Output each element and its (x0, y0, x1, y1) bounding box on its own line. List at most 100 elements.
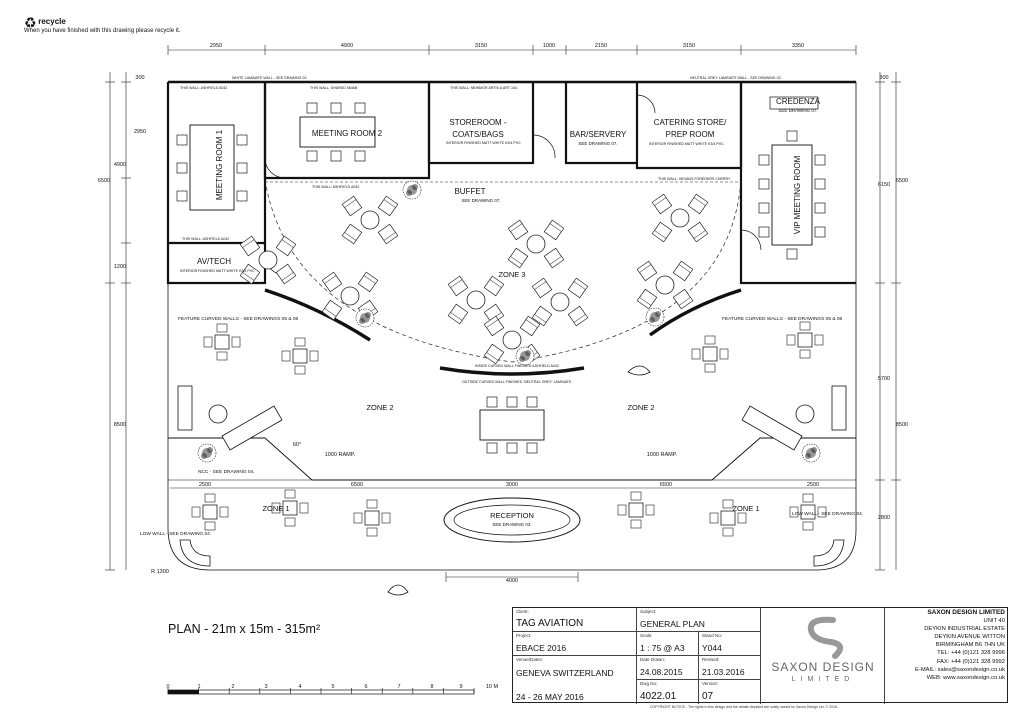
version-cell: Version: 07 (699, 680, 761, 704)
scale-label: 9 (459, 684, 462, 690)
recycle-text: When you have finished with this drawing… (24, 28, 181, 34)
version-value: 07 (702, 691, 714, 702)
fax-line: FAX: +44 (0)121 328 9992 (936, 658, 1005, 665)
dim-right-3: 6500 (896, 178, 908, 184)
note-outside-curve: OUTSIDE CURVED WALL FINISHED 'NEUTRAL GR… (462, 380, 572, 384)
chair (306, 150, 318, 162)
dates-value: 24 - 26 MAY 2016 (516, 692, 584, 702)
ramp-left-label: 1000 RAMP. (325, 452, 356, 458)
chair (486, 442, 498, 454)
dim-inner-1: 2500 (199, 482, 211, 488)
revised-cell: Revised: 21.03.2016 (699, 656, 761, 680)
bar-sub-label: SEE DRAWING 07. (578, 141, 617, 146)
dim-left-4: 6500 (98, 178, 110, 184)
buffet-sub-label: SEE DRAWING 07. (461, 198, 500, 203)
chair (176, 162, 188, 174)
zone-1-left-label: ZONE 1 (262, 504, 289, 513)
ramp-edges (168, 437, 856, 481)
chair (758, 226, 770, 238)
catering-label-a: CATERING STORE/ (654, 118, 727, 127)
recycle-icon: ♻ (24, 14, 37, 31)
note-low-wall-left: LOW WALL - SEE DRAWING 04. (140, 531, 211, 537)
address-line: DEYKIN AVENUE WITTON (934, 634, 1005, 641)
zone-1-right-label: ZONE 1 (732, 504, 759, 513)
dim-top-6: 3150 (683, 43, 695, 49)
chair (758, 154, 770, 166)
dim-top-1: 2950 (210, 43, 222, 49)
address-line: BIRMINGHAM B6 7HN UK (935, 642, 1005, 649)
chair (236, 162, 248, 174)
scale-label: 1 (197, 684, 200, 690)
avtech-label: AV/TECH (197, 257, 231, 266)
address-line: UNIT 40 (983, 618, 1005, 625)
feature-curved-walls (264, 179, 742, 376)
note-wall-newmor: THIS WALL: NEWMOR ARTIS.A ART 104. (450, 86, 518, 90)
chair (176, 190, 188, 202)
chair (354, 150, 366, 162)
note-feature-left: FEATURE CURVED WALLS - SEE DRAWINGS 05 &… (178, 316, 299, 322)
drawn-cell: Date Drawn: 24.08.2015 (637, 656, 699, 680)
stand-caption: Stand No: (702, 633, 723, 638)
scale-label: 4 (298, 684, 301, 690)
project-cell: Project: EBACE 2016 (513, 632, 637, 656)
chair (330, 102, 342, 114)
note-low-wall-right: LOW WALL - SEE DRAWING 04. (792, 511, 863, 517)
project-caption: Project: (516, 633, 532, 638)
dim-left-6: 8500 (114, 422, 126, 428)
meeting-tables (189, 96, 819, 441)
credenza-sub-label: SEE DRAWING 07. (778, 108, 817, 113)
stand-value: Y044 (702, 643, 722, 653)
curved-wall-ends (179, 539, 845, 567)
web-line: WEB: www.saxondesign.co.uk (926, 674, 1005, 681)
meeting-room-1-label: MEETING ROOM 1 (215, 129, 224, 200)
chairs (176, 102, 826, 454)
company-address: SAXON DESIGN LIMITED UNIT 40 DEYKIN INDU… (885, 608, 1009, 704)
saxon-s-icon (807, 616, 844, 659)
scale-caption: Scale: (640, 633, 653, 638)
dim-left-2: 2950 (134, 129, 146, 135)
dim-right-1: 300 (879, 75, 888, 81)
chair (786, 130, 798, 142)
reception-label: RECEPTION (490, 511, 534, 520)
credenza-label: CREDENZA (776, 97, 821, 106)
dim-left-3: 4900 (114, 162, 126, 168)
angle-label: 60° (293, 442, 301, 448)
logo-sub: LIMITED (791, 676, 855, 683)
zone-2-right-label: ZONE 2 (627, 403, 654, 412)
bar-label: BAR/SERVERY (570, 130, 627, 139)
dim-left-5: 1200 (114, 264, 126, 270)
zone-3-label: ZONE 3 (498, 270, 525, 279)
recycle-note: ♻ recycle When you have finished with th… (24, 15, 181, 35)
subject-cell: Subject: GENERAL PLAN (637, 608, 761, 632)
buffet-label: BUFFET (454, 187, 485, 196)
revised-value: 21.03.2016 (702, 667, 745, 677)
chair (236, 190, 248, 202)
address-line: DEYKIN INDUSTRIAL ESTATE (924, 626, 1005, 633)
drawn-caption: Date Drawn: (640, 657, 666, 662)
scale-label: 10 M (486, 684, 499, 690)
revised-caption: Revised: (702, 657, 720, 662)
client-value: TAG AVIATION (516, 618, 584, 629)
subject-caption: Subject: (640, 609, 657, 614)
venue-value: GENEVA SWITZERLAND (516, 668, 614, 678)
venue-caption: Venue/Dates: (516, 657, 544, 662)
note-feature-right: FEATURE CURVED WALLS - SEE DRAWINGS 05 &… (722, 316, 843, 322)
dim-inner-2: 6500 (351, 482, 363, 488)
chair (758, 178, 770, 190)
storeroom-label-b: COATS/BAGS (452, 130, 503, 139)
note-wall-hevans: THIS WALL: HEVANS FOREDERS CHERRY (658, 177, 731, 181)
chair (176, 134, 188, 146)
room-walls (166, 82, 856, 285)
note-catering-finish: INTERIOR FINISHED MATT WHITE K3/4 PVC (649, 142, 724, 146)
chair (506, 396, 518, 408)
version-caption: Version: (702, 681, 719, 686)
scale-label: 5 (331, 684, 334, 690)
subject-value: GENERAL PLAN (640, 619, 705, 629)
reception-sub-label: SEE DRAWING 03. (492, 522, 531, 527)
stand-cell: Stand No: Y044 (699, 632, 761, 656)
dim-top-4: 1000 (543, 43, 555, 49)
note-storeroom-finish: INTERIOR FINISHED MATT WHITE K3/4 PVC (446, 141, 521, 145)
chair (354, 102, 366, 114)
copyright-notice: COPYRIGHT NOTICE - The rights to this de… (650, 705, 838, 709)
dwg-value: 4022.01 (640, 691, 677, 702)
